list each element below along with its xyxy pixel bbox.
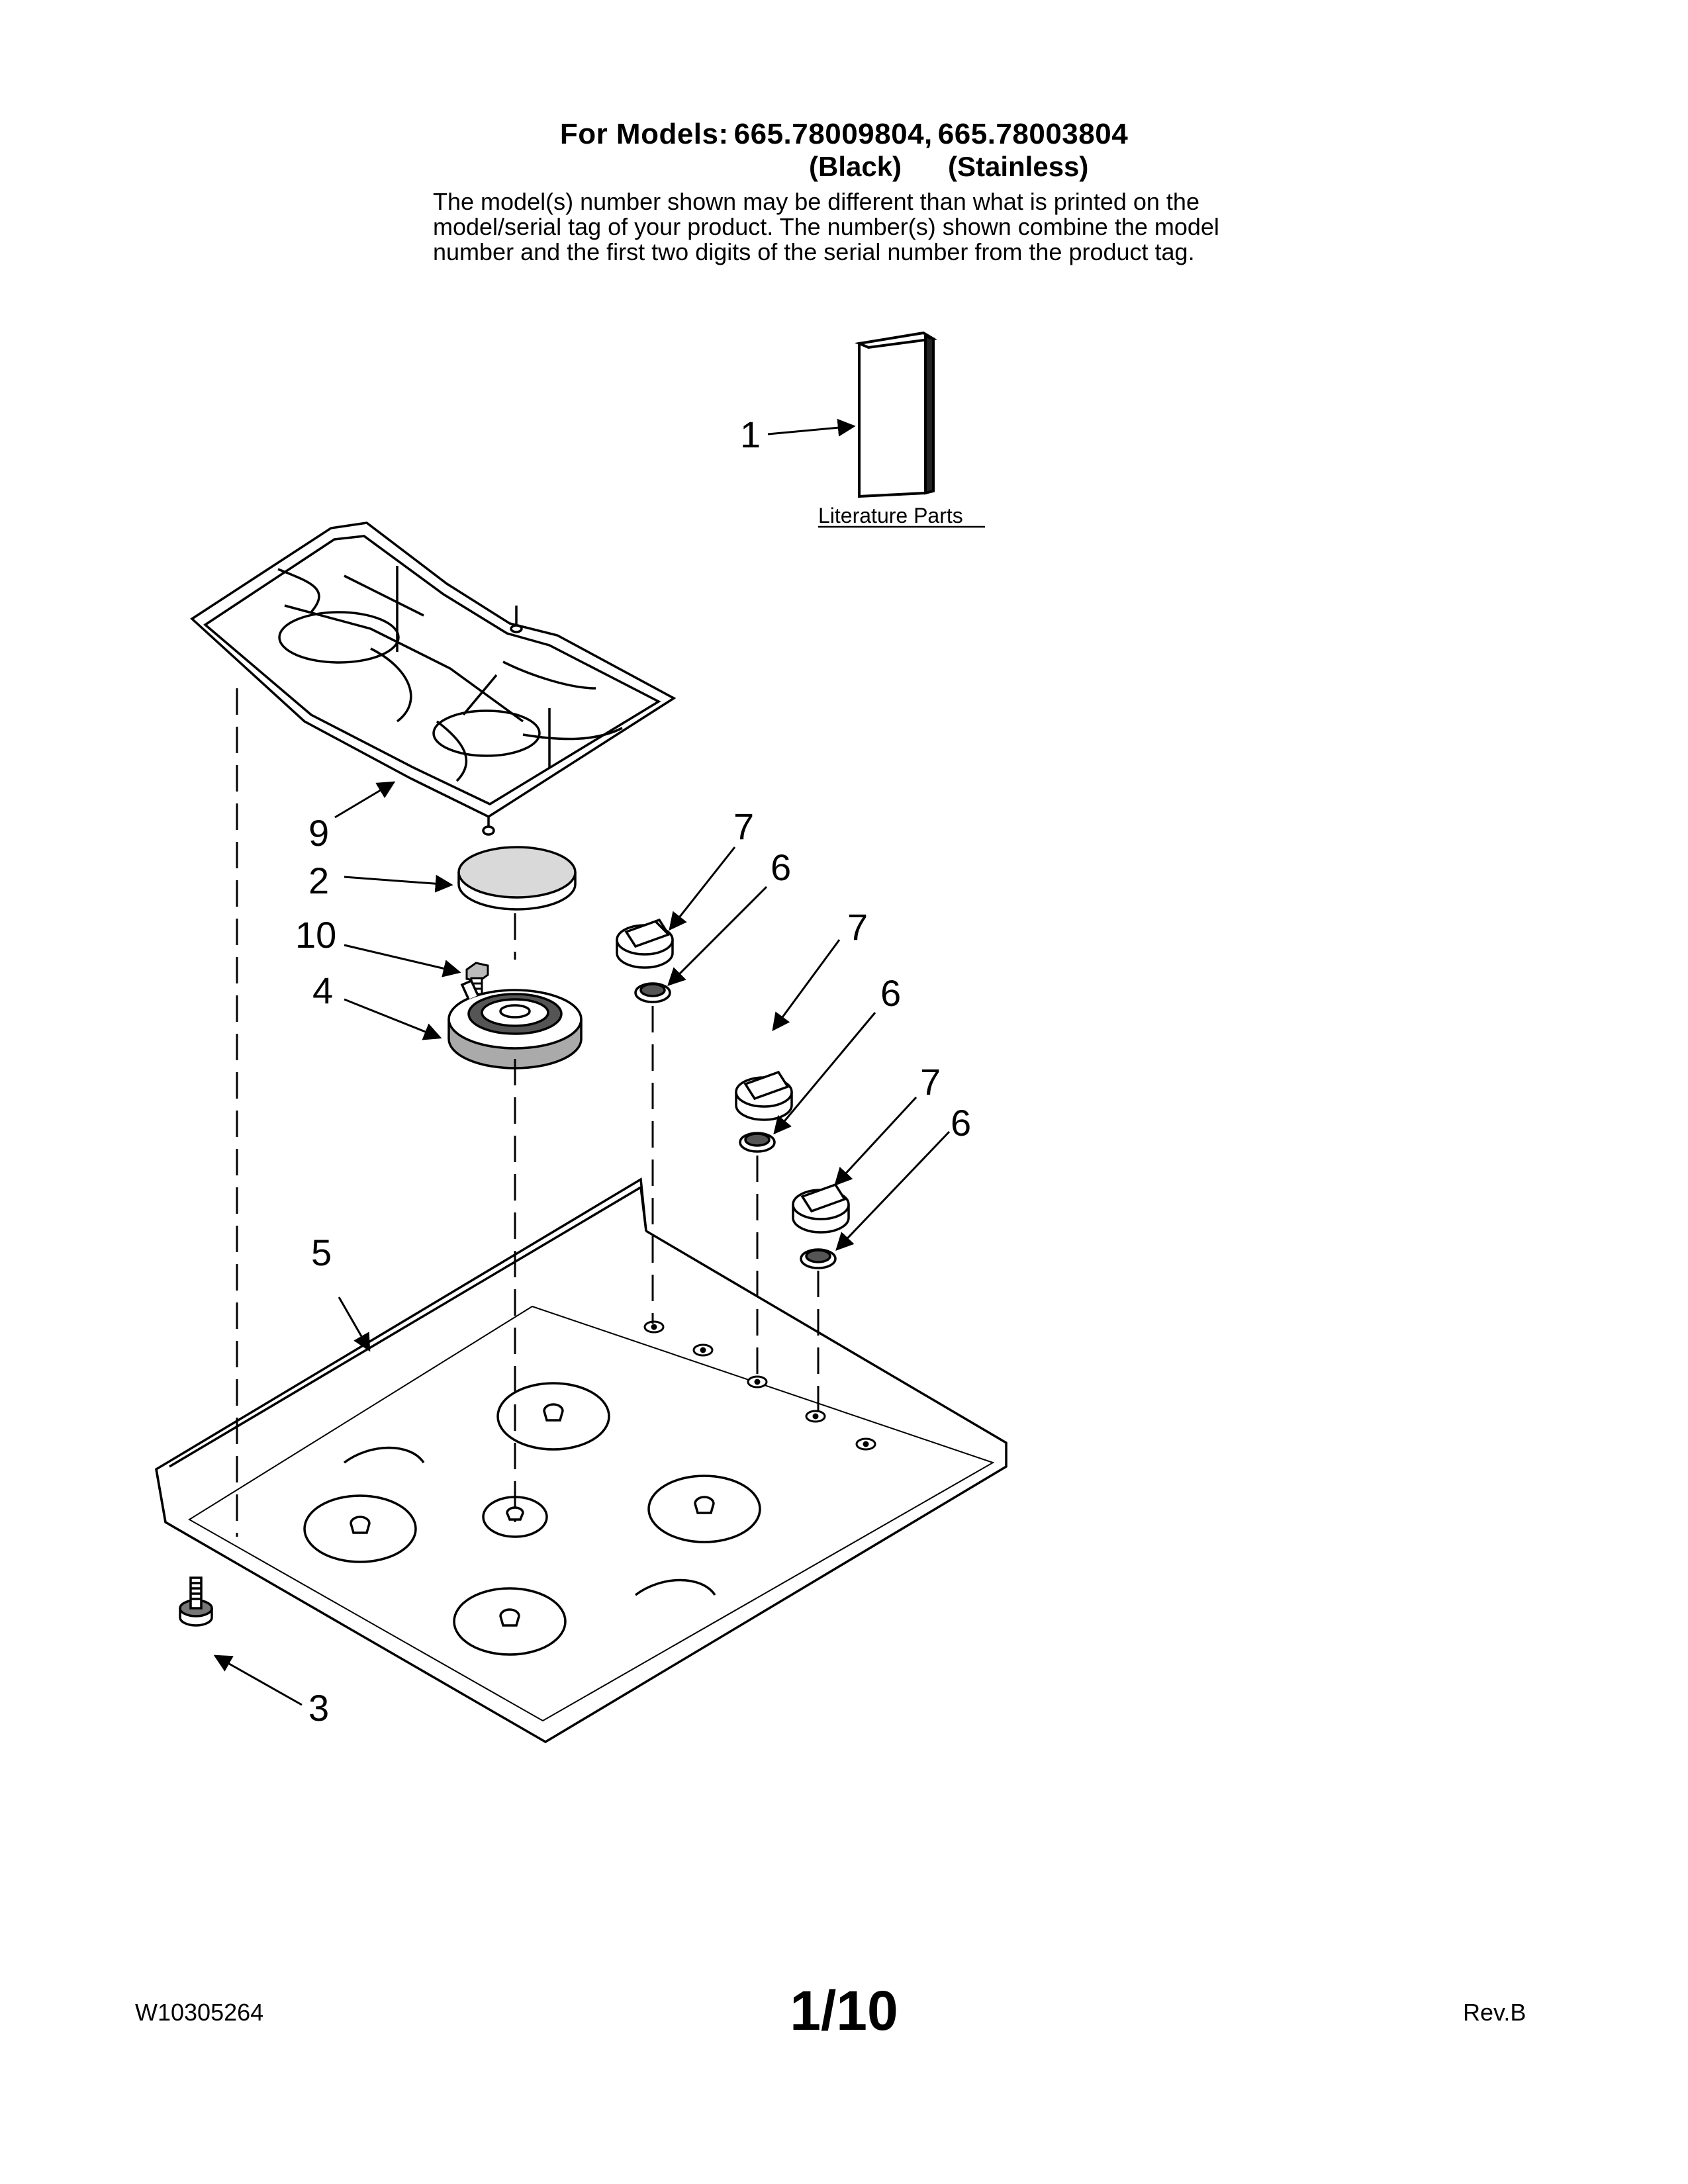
title-prefix: For Models: [559,118,729,150]
burner-base [447,979,583,1069]
note-line: number and the first two digits of the s… [433,238,1195,265]
callout-leader-4 [344,998,442,1040]
callout-6: 6 [880,972,901,1014]
callout-2: 2 [308,860,329,901]
callout-1: 1 [740,414,761,455]
note-line: model/serial tag of your product. The nu… [433,213,1219,240]
color-label-stainless: (Stainless) [948,151,1089,182]
callout-5: 5 [311,1232,332,1273]
burner-opening [496,1382,610,1451]
callout-9: 9 [308,812,329,854]
burner-grate [190,522,677,836]
callout-leader-2 [344,874,453,893]
model-number-stainless: 665.78003804 [937,118,1129,150]
page-number: 1/10 [790,1979,898,2042]
knob-bezel [800,1248,837,1269]
callout-leader-5 [338,1297,371,1352]
model-number-black: 665.78009804, [733,118,933,150]
callout-7: 7 [847,906,868,948]
model-number-note: The model(s) number shown may be differe… [433,189,1360,265]
callout-leader-6 [773,1012,876,1135]
models-title: For Models:665.78009804,665.78003804 [0,118,1688,151]
knob-bezel [634,982,671,1003]
callout-4: 4 [312,970,333,1011]
cooktop-surface [155,1177,1008,1744]
callout-leader-7 [772,939,841,1032]
callout-10: 10 [295,914,336,956]
burner-opening [647,1475,761,1543]
callout-6: 6 [951,1102,971,1144]
revision-label: Rev.B [1463,1999,1526,2026]
burner-cap [457,846,577,911]
control-knob [792,1183,850,1234]
control-knob [616,918,674,969]
burner-opening [303,1494,417,1563]
callout-leader-1 [767,418,856,437]
callout-leader-6 [835,1130,951,1251]
callout-leader-7 [669,846,736,931]
leveling-foot [179,1576,213,1627]
callout-6: 6 [771,846,791,888]
callout-7: 7 [733,805,754,847]
callout-7: 7 [920,1061,941,1103]
callout-leader-9 [334,781,396,819]
burner-opening [453,1587,567,1656]
knob-bezel [739,1132,776,1153]
color-label-black: (Black) [809,151,902,182]
alignment-lines [236,688,820,1537]
callout-leader-6 [667,886,768,986]
note-line: The model(s) number shown may be differe… [433,188,1199,215]
document-number: W10305264 [135,1999,264,2026]
literature-parts-label: Literature Parts [818,504,963,527]
control-knob [735,1070,793,1121]
callout-3: 3 [308,1687,329,1729]
literature-booklet [854,331,937,498]
callout-leader-7 [834,1096,917,1186]
callout-leader-10 [344,944,461,978]
callout-leader-3 [213,1655,303,1706]
valve-stem-holes [643,1320,876,1451]
